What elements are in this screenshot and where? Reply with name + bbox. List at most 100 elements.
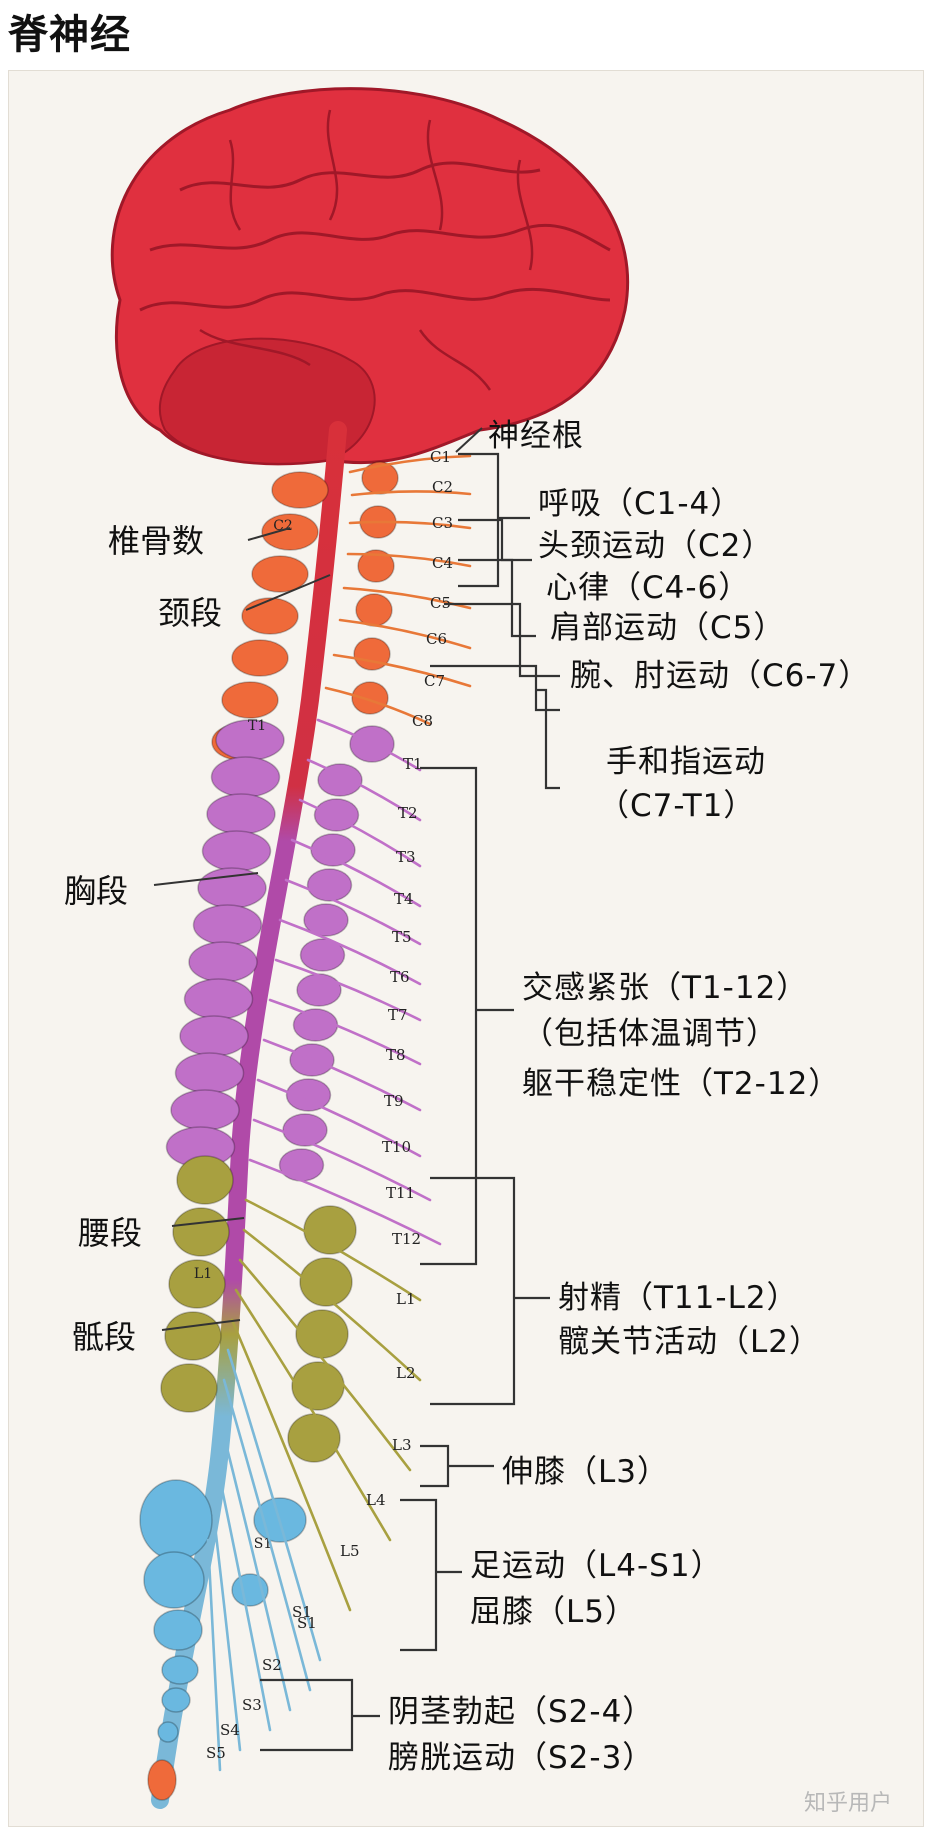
nerve-c4 — [346, 552, 472, 568]
function-trunk-stability: 躯干稳定性（T2-12） — [522, 1066, 841, 1102]
nerve-label-t10: T10 — [382, 1138, 411, 1156]
nerve-label-s1: S1 — [297, 1614, 317, 1632]
nerve-l1 — [244, 1198, 422, 1302]
nerve-label-t11: T11 — [386, 1184, 415, 1202]
vertebra-label-t1: T1 — [248, 718, 266, 734]
vertebra-body — [147, 1759, 177, 1801]
function-erection: 阴茎勃起（S2-4） — [388, 1694, 655, 1730]
nerve-t7 — [274, 958, 422, 1022]
vertebra-body — [201, 830, 272, 872]
vertebra-body — [183, 978, 254, 1020]
function-shoulder: 肩部运动（C5） — [550, 610, 786, 646]
nerve-c1 — [348, 454, 472, 474]
vertebra-body — [351, 681, 389, 715]
nerve-label-t2: T2 — [398, 804, 418, 822]
nerve-label-t6: T6 — [390, 968, 410, 986]
vertebra-body — [160, 1363, 218, 1413]
bracket-line — [536, 688, 560, 790]
nerve-label-t12: T12 — [392, 1230, 421, 1248]
nerve-label-c2: C2 — [432, 478, 453, 496]
nerve-label-l4: L4 — [366, 1491, 386, 1509]
nerve-label-c7: C7 — [424, 672, 445, 690]
nerve-t10 — [256, 1078, 422, 1158]
nerve-t5 — [284, 878, 422, 946]
nerve-label-l2: L2 — [396, 1364, 416, 1382]
vertebra-body — [188, 941, 258, 983]
nerve-c8 — [324, 686, 432, 726]
nerve-label-t7: T7 — [388, 1006, 408, 1024]
vertebra-body — [241, 597, 299, 635]
vertebra-body — [261, 513, 319, 551]
brackets-group — [260, 452, 560, 1752]
vertebra-body — [310, 833, 356, 867]
bracket-line — [430, 1176, 516, 1406]
bracket-line — [458, 558, 536, 638]
nerve-c7 — [332, 653, 472, 688]
nerve-label-l5: L5 — [340, 1542, 360, 1560]
function-knee-flexion: 屈膝（L5） — [470, 1594, 637, 1630]
nerve-label-c4: C4 — [432, 554, 453, 572]
vertebra-count-label: 椎骨数 — [108, 522, 205, 560]
pointer-line — [455, 427, 483, 453]
nerve-label-s1: S1 — [292, 1603, 312, 1621]
nerve-label-t9: T9 — [384, 1092, 404, 1110]
function-hand-finger-range: （C7-T1） — [598, 788, 756, 824]
nerve-label-c3: C3 — [432, 514, 453, 532]
nerve-t6 — [278, 918, 422, 986]
nerve-s4 — [210, 1498, 242, 1752]
nerve-t1 — [316, 718, 422, 772]
vertebra-body — [271, 471, 329, 509]
nerve-l5 — [230, 1318, 352, 1612]
vertebra-body — [206, 793, 276, 835]
nerve-label-t1: T1 — [403, 755, 423, 773]
function-foot: 足运动（L4-S1） — [470, 1548, 723, 1584]
nerve-s1 — [226, 1348, 322, 1662]
nerve-c6 — [338, 618, 472, 650]
lumbar-segment-label: 腰段 — [78, 1214, 143, 1252]
vertebra-label-l1: L1 — [194, 1266, 212, 1282]
nerve-t4 — [290, 838, 422, 908]
vertebra-body — [143, 1551, 205, 1609]
vertebra-body — [317, 763, 363, 797]
vertebra-body — [168, 1259, 226, 1309]
vertebra-body — [278, 1148, 325, 1182]
function-breathing: 呼吸（C1-4） — [538, 486, 743, 522]
vertebra-body — [291, 1361, 345, 1411]
vertebra-body — [355, 593, 393, 627]
nerve-l3 — [238, 1258, 412, 1472]
bracket-line — [444, 602, 560, 678]
vertebra-body — [285, 1078, 332, 1112]
vertebra-body — [357, 549, 395, 583]
function-knee-extension: 伸膝（L3） — [502, 1454, 669, 1490]
vertebra-body — [361, 461, 399, 495]
nerve-label-t5: T5 — [392, 928, 412, 946]
vertebra-body — [172, 1207, 230, 1257]
vertebra-body — [221, 681, 279, 719]
vertebra-label-s1: S1 — [254, 1536, 273, 1552]
spinal-cord — [151, 421, 347, 1809]
nerve-c2 — [350, 490, 472, 497]
vertebra-body — [231, 639, 289, 677]
nerve-label-c1: C1 — [430, 448, 451, 466]
function-wrist-elbow: 腕、肘运动（C6-7） — [570, 658, 871, 694]
nerve-label-c8: C8 — [412, 712, 433, 730]
pointer-line — [247, 527, 291, 541]
bracket-line — [400, 1498, 438, 1652]
function-hand-finger: 手和指运动 — [606, 744, 766, 780]
cervical-segment-label: 颈段 — [158, 594, 223, 632]
nerve-l4 — [234, 1288, 392, 1542]
nerve-label-s4: S4 — [220, 1721, 240, 1739]
nerve-root-label: 神经根 — [488, 418, 584, 454]
nerve-t3 — [298, 798, 422, 868]
pointer-line — [161, 1319, 241, 1331]
nerve-t11 — [252, 1118, 432, 1202]
vertebra-body — [179, 1015, 249, 1057]
vertebra-body — [299, 938, 346, 972]
vertebra-body — [292, 1008, 339, 1042]
bracket-line — [458, 518, 532, 562]
nerve-s5 — [206, 1538, 222, 1772]
nerve-t9 — [262, 1038, 422, 1112]
bracket-line — [420, 766, 478, 1266]
brain — [110, 87, 630, 466]
vertebra-body — [161, 1687, 191, 1713]
